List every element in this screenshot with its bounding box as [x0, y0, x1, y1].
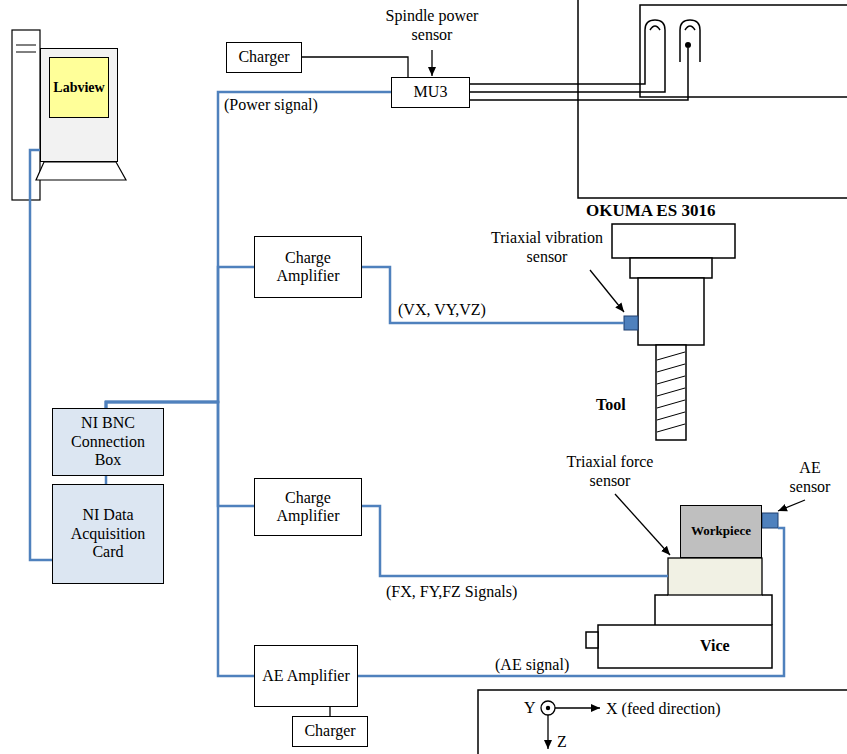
- node-text: Charger: [304, 722, 355, 740]
- signal-wire: [358, 267, 624, 323]
- flute-line: [657, 376, 685, 384]
- node-text: NI BNC Connection Box: [56, 414, 160, 469]
- pc-drive: [16, 45, 36, 46]
- machine-head: [640, 5, 847, 97]
- axis-label: Y: [524, 698, 540, 717]
- pc-drive: [16, 52, 36, 53]
- tool-flutes: [657, 352, 685, 432]
- workpiece-block: Workpiece: [680, 505, 762, 558]
- spindle-nose: [630, 258, 712, 278]
- node-text: Charger: [238, 48, 289, 66]
- machine-name: OKUMA ES 3016: [586, 201, 786, 221]
- spindle-housing: [612, 224, 735, 258]
- daq-card-box: NI Data Acquisition Card: [52, 484, 164, 584]
- flute-line: [657, 364, 685, 372]
- leader-arrow: [778, 500, 805, 511]
- node-text: Labview: [53, 80, 104, 96]
- motor-symbol: [680, 20, 700, 62]
- pc-keyboard: [36, 162, 126, 180]
- signal-name: (VX, VY,VZ): [398, 300, 518, 319]
- flute-line: [657, 400, 685, 408]
- connector: [302, 57, 408, 77]
- flute-line: [657, 424, 685, 432]
- force-sensor: [668, 558, 762, 595]
- monitor-screen: Labview: [49, 57, 109, 118]
- vice-jaw: [655, 595, 668, 625]
- sensor-label: Triaxial vibration sensor: [486, 228, 608, 266]
- axis-z: [547, 715, 548, 749]
- sensor-label: Spindle power sensor: [382, 6, 482, 44]
- axis-label: X (feed direction): [606, 699, 776, 718]
- vice-handle: [586, 632, 598, 648]
- node-text: AE Amplifier: [262, 667, 350, 685]
- part-name: Tool: [596, 395, 646, 414]
- bnc-box: NI BNC Connection Box: [52, 408, 164, 476]
- node-text: NI Data Acquisition Card: [56, 506, 160, 561]
- leader-arrow: [615, 494, 670, 555]
- vibration-sensor: [624, 316, 638, 330]
- signal-wire: [358, 506, 668, 576]
- connector: [106, 267, 254, 408]
- node-text: MU3: [414, 83, 448, 101]
- vice-jaw: [762, 595, 772, 625]
- end-mill: [656, 345, 686, 440]
- flute-line: [657, 352, 685, 360]
- part-name: Vice: [700, 636, 750, 655]
- axis-y: [546, 706, 550, 710]
- axis-x: [555, 707, 600, 708]
- charger-box: Charger: [226, 42, 302, 73]
- charge-amplifier-box: Charge Amplifier: [254, 236, 362, 298]
- machine-table: [478, 690, 847, 754]
- motor-terminal: [685, 42, 691, 48]
- axis-y: [541, 701, 555, 715]
- flute-line: [657, 388, 685, 396]
- ae-sensor: [762, 513, 778, 528]
- signal-name: (FX, FY,FZ Signals): [386, 582, 556, 601]
- connector: [329, 707, 330, 716]
- connector: [106, 92, 391, 408]
- ae-amplifier-box: AE Amplifier: [254, 645, 358, 707]
- node-text: Workpiece: [691, 524, 751, 539]
- leader-arrow: [590, 270, 624, 312]
- charger-box: Charger: [292, 716, 368, 747]
- axis-label: Z: [557, 732, 573, 751]
- mu3-box: MU3: [391, 77, 470, 108]
- charge-amplifier-box: Charge Amplifier: [254, 478, 362, 536]
- node-text: Charge Amplifier: [258, 489, 358, 526]
- flute-line: [657, 412, 685, 420]
- machine-outline: [578, 0, 847, 198]
- power-wire: [470, 60, 645, 84]
- sensor-label: AE sensor: [778, 458, 842, 496]
- signal-name: (Power signal): [224, 95, 344, 114]
- pc-tower: [12, 30, 40, 200]
- signal-name: (AE signal): [495, 655, 595, 674]
- vice-body: [598, 625, 772, 668]
- power-wire: [470, 40, 665, 92]
- leader-arrow: [431, 50, 432, 76]
- power-wire: [470, 48, 688, 100]
- connector: [30, 150, 52, 560]
- motor-symbol: [645, 20, 665, 60]
- node-text: Charge Amplifier: [258, 249, 358, 286]
- sensor-label: Triaxial force sensor: [558, 452, 662, 490]
- computer-monitor: Labview: [40, 48, 118, 162]
- tool-holder: [638, 278, 704, 345]
